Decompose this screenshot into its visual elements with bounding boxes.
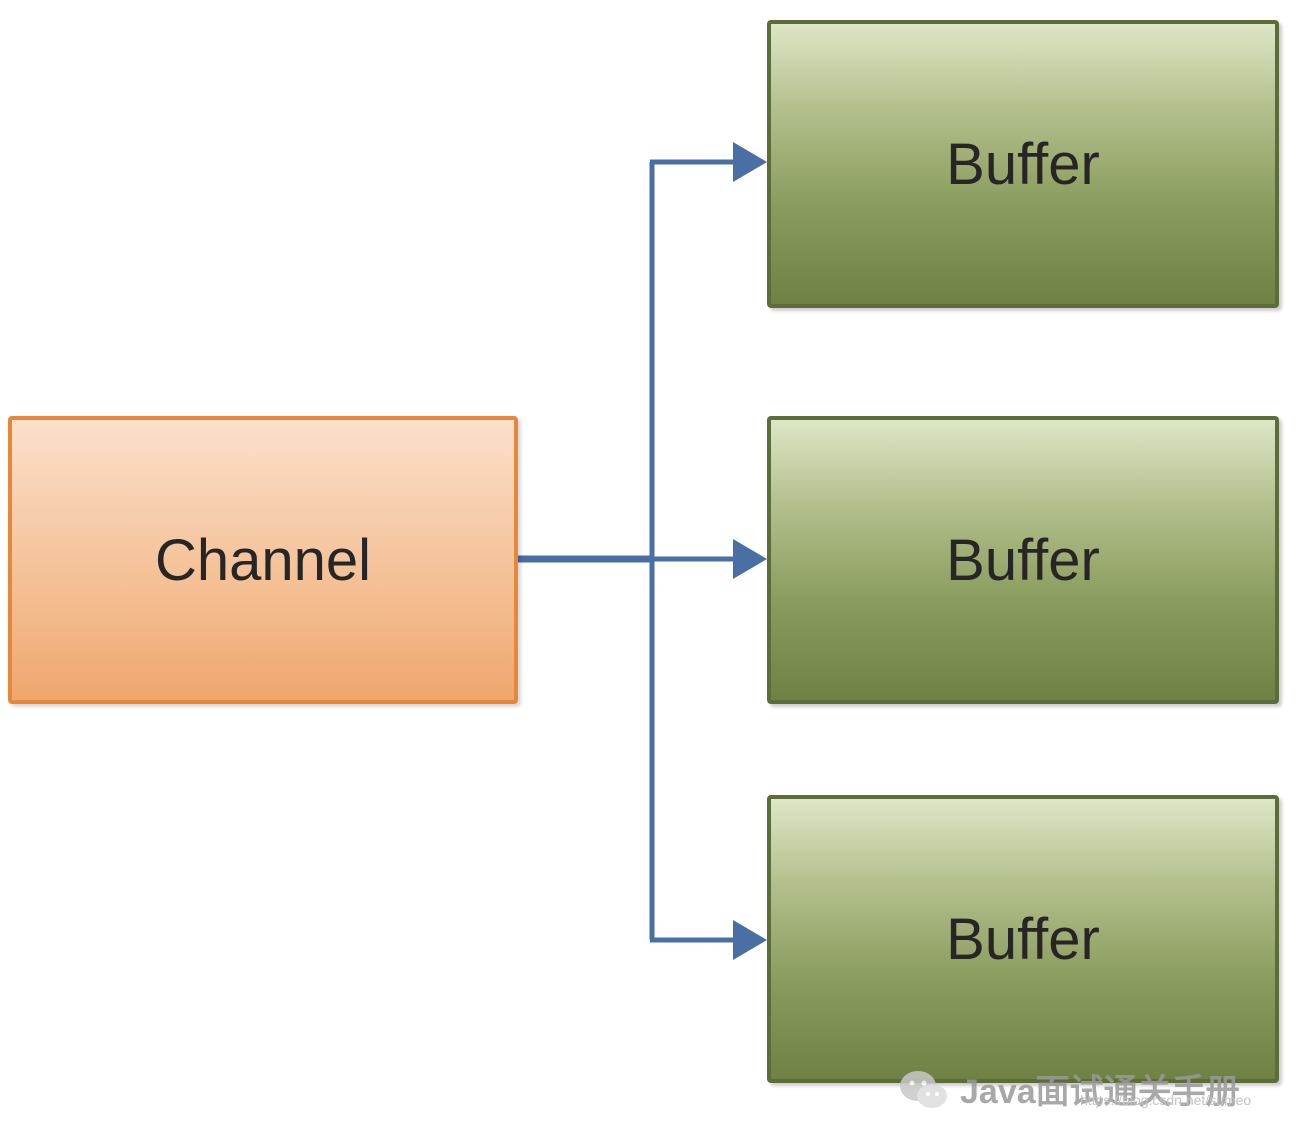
watermark-url: https://blog.csdn.net/sumeo xyxy=(1080,1092,1252,1108)
wechat-icon xyxy=(900,1071,947,1108)
channel-node: Channel xyxy=(8,416,518,704)
arrowhead-buffer-1 xyxy=(733,142,767,182)
arrowhead-buffer-3 xyxy=(733,920,767,960)
buffer-label-1: Buffer xyxy=(946,131,1100,197)
channel-label: Channel xyxy=(154,527,372,593)
buffer-label-3: Buffer xyxy=(946,906,1100,972)
watermark: Java面试通关手册 https://blog.csdn.net/sumeo xyxy=(898,1064,1302,1118)
buffer-node-1: Buffer xyxy=(767,20,1279,308)
buffer-node-2: Buffer xyxy=(767,416,1279,704)
buffer-label-2: Buffer xyxy=(946,527,1100,593)
arrowhead-buffer-2 xyxy=(733,539,767,579)
buffer-node-3: Buffer xyxy=(767,795,1279,1083)
watermark-brand: Java面试通关手册 xyxy=(960,1073,1240,1111)
